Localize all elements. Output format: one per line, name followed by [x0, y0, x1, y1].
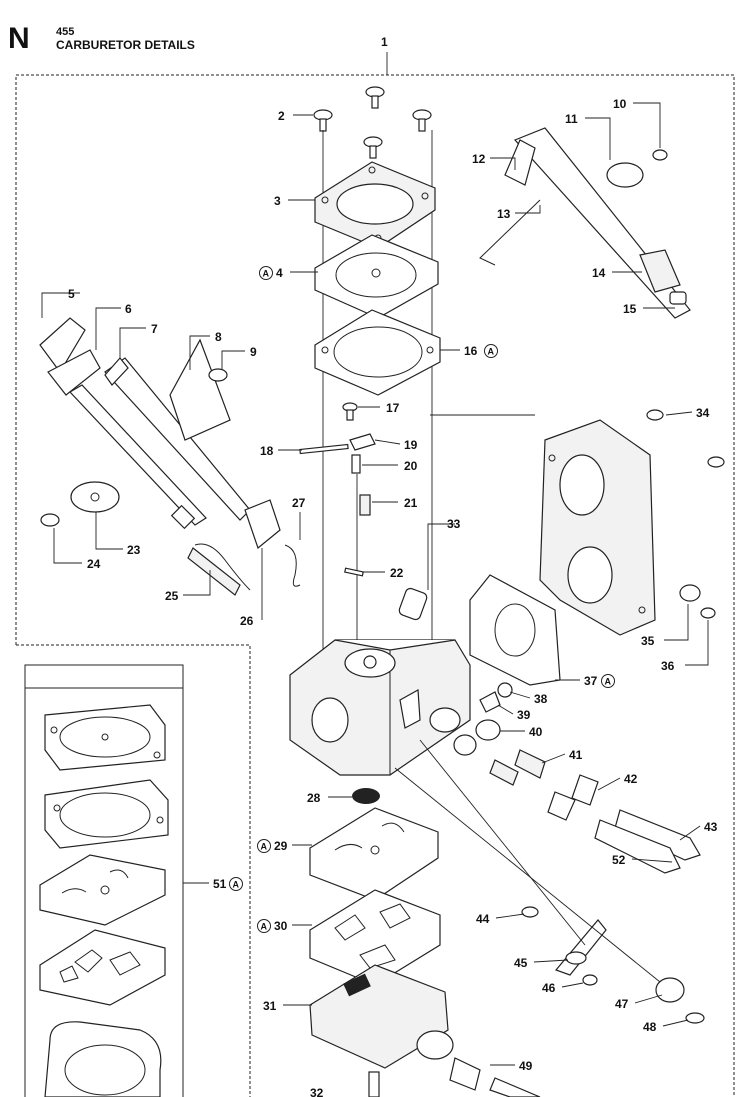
svg-text:A: A [605, 677, 612, 687]
kit-marker-37: A [601, 674, 615, 688]
callout-13: 13 [497, 207, 511, 221]
top-shaft-assembly [479, 127, 691, 319]
metering-diaphragm [314, 234, 439, 319]
callout-41: 41 [569, 748, 583, 762]
pump-diaphragm [309, 807, 439, 901]
callout-46: 46 [542, 981, 556, 995]
callout-52: 52 [612, 853, 626, 867]
callout-17: 17 [386, 401, 400, 415]
callout-3: 3 [274, 194, 281, 208]
callout-33: 33 [447, 517, 461, 531]
callout-2: 2 [278, 109, 285, 123]
callout-27: 27 [292, 496, 306, 510]
callout-10: 10 [613, 97, 627, 111]
callout-43: 43 [704, 820, 718, 834]
adjustment-screws [453, 682, 701, 874]
pump-gasket [309, 889, 441, 986]
callout-labels: 1 2 3 4 5 6 7 8 9 10 11 12 13 14 15 16 1… [68, 35, 718, 1097]
callout-24: 24 [87, 557, 101, 571]
page-title: CARBURETOR DETAILS [56, 38, 195, 52]
kit-pump-gasket-illustration [39, 929, 166, 1006]
callout-37: 37 [584, 674, 598, 688]
callout-32: 32 [310, 1086, 324, 1097]
kit-flange-gasket-illustration [44, 1021, 162, 1097]
needle-valve-parts [299, 402, 376, 640]
callout-20: 20 [404, 459, 418, 473]
section-letter: N [8, 22, 30, 55]
callout-7: 7 [151, 322, 158, 336]
callout-22: 22 [390, 566, 404, 580]
gasket-kit-box [24, 664, 184, 1097]
callout-48: 48 [643, 1020, 657, 1034]
kit-pump-diaphragm-illustration [39, 854, 166, 926]
flange-gasket [469, 574, 561, 686]
kit-gasket-ring-illustration [44, 779, 169, 849]
callout-31: 31 [263, 999, 277, 1013]
callout-35: 35 [641, 634, 655, 648]
svg-text:A: A [261, 922, 268, 932]
intake-manifold [539, 409, 725, 636]
kit-marker-4: A [259, 266, 273, 280]
kit-marker-29: A [257, 839, 271, 853]
callout-6: 6 [125, 302, 132, 316]
fuel-screen [352, 788, 380, 804]
kit-marker-30: A [257, 919, 271, 933]
kit-marker-51: A [229, 877, 243, 891]
callout-23: 23 [127, 543, 141, 557]
callout-12: 12 [472, 152, 486, 166]
callout-11: 11 [565, 112, 578, 126]
throttle-shaft-assembly [39, 317, 251, 596]
callout-38: 38 [534, 692, 548, 706]
bottom-screw [368, 1071, 380, 1097]
callout-8: 8 [215, 330, 222, 344]
callout-25: 25 [165, 589, 179, 603]
callout-5: 5 [68, 287, 75, 301]
callout-40: 40 [529, 725, 543, 739]
callout-9: 9 [250, 345, 257, 359]
svg-text:A: A [233, 880, 240, 890]
pump-body [309, 964, 541, 1097]
kit-markers: A A A A A A [229, 266, 615, 933]
callout-44: 44 [476, 912, 490, 926]
callout-18: 18 [260, 444, 274, 458]
metering-gasket [314, 309, 441, 396]
leader-lines [41, 102, 709, 1066]
callout-34: 34 [696, 406, 710, 420]
callout-4: 4 [276, 266, 283, 280]
callout-36: 36 [661, 659, 675, 673]
callout-28: 28 [307, 791, 321, 805]
callout-51: 51 [213, 877, 227, 891]
callout-14: 14 [592, 266, 606, 280]
carburetor-body [289, 587, 471, 776]
callout-47: 47 [615, 997, 629, 1011]
callout-16: 16 [464, 344, 478, 358]
callout-30: 30 [274, 919, 288, 933]
svg-text:A: A [263, 269, 270, 279]
cover-screws [313, 86, 432, 159]
lower-lever-parts [394, 739, 705, 1024]
kit-marker-16: A [484, 344, 498, 358]
page-header: N 455 CARBURETOR DETAILS [0, 0, 750, 60]
choke-shaft [104, 338, 301, 587]
callout-21: 21 [404, 496, 418, 510]
callout-42: 42 [624, 772, 638, 786]
callout-19: 19 [404, 438, 418, 452]
svg-text:A: A [261, 842, 268, 852]
callout-15: 15 [623, 302, 637, 316]
callout-1: 1 [381, 35, 388, 49]
assembly-boundary [15, 74, 735, 1097]
pump-cover [314, 161, 436, 249]
callout-26: 26 [240, 614, 254, 628]
svg-text:A: A [488, 347, 495, 357]
callout-49: 49 [519, 1059, 533, 1073]
kit-diaphragm-illustration [44, 704, 166, 771]
model-number: 455 [56, 26, 75, 38]
callout-29: 29 [274, 839, 288, 853]
callout-39: 39 [517, 708, 531, 722]
callout-45: 45 [514, 956, 528, 970]
